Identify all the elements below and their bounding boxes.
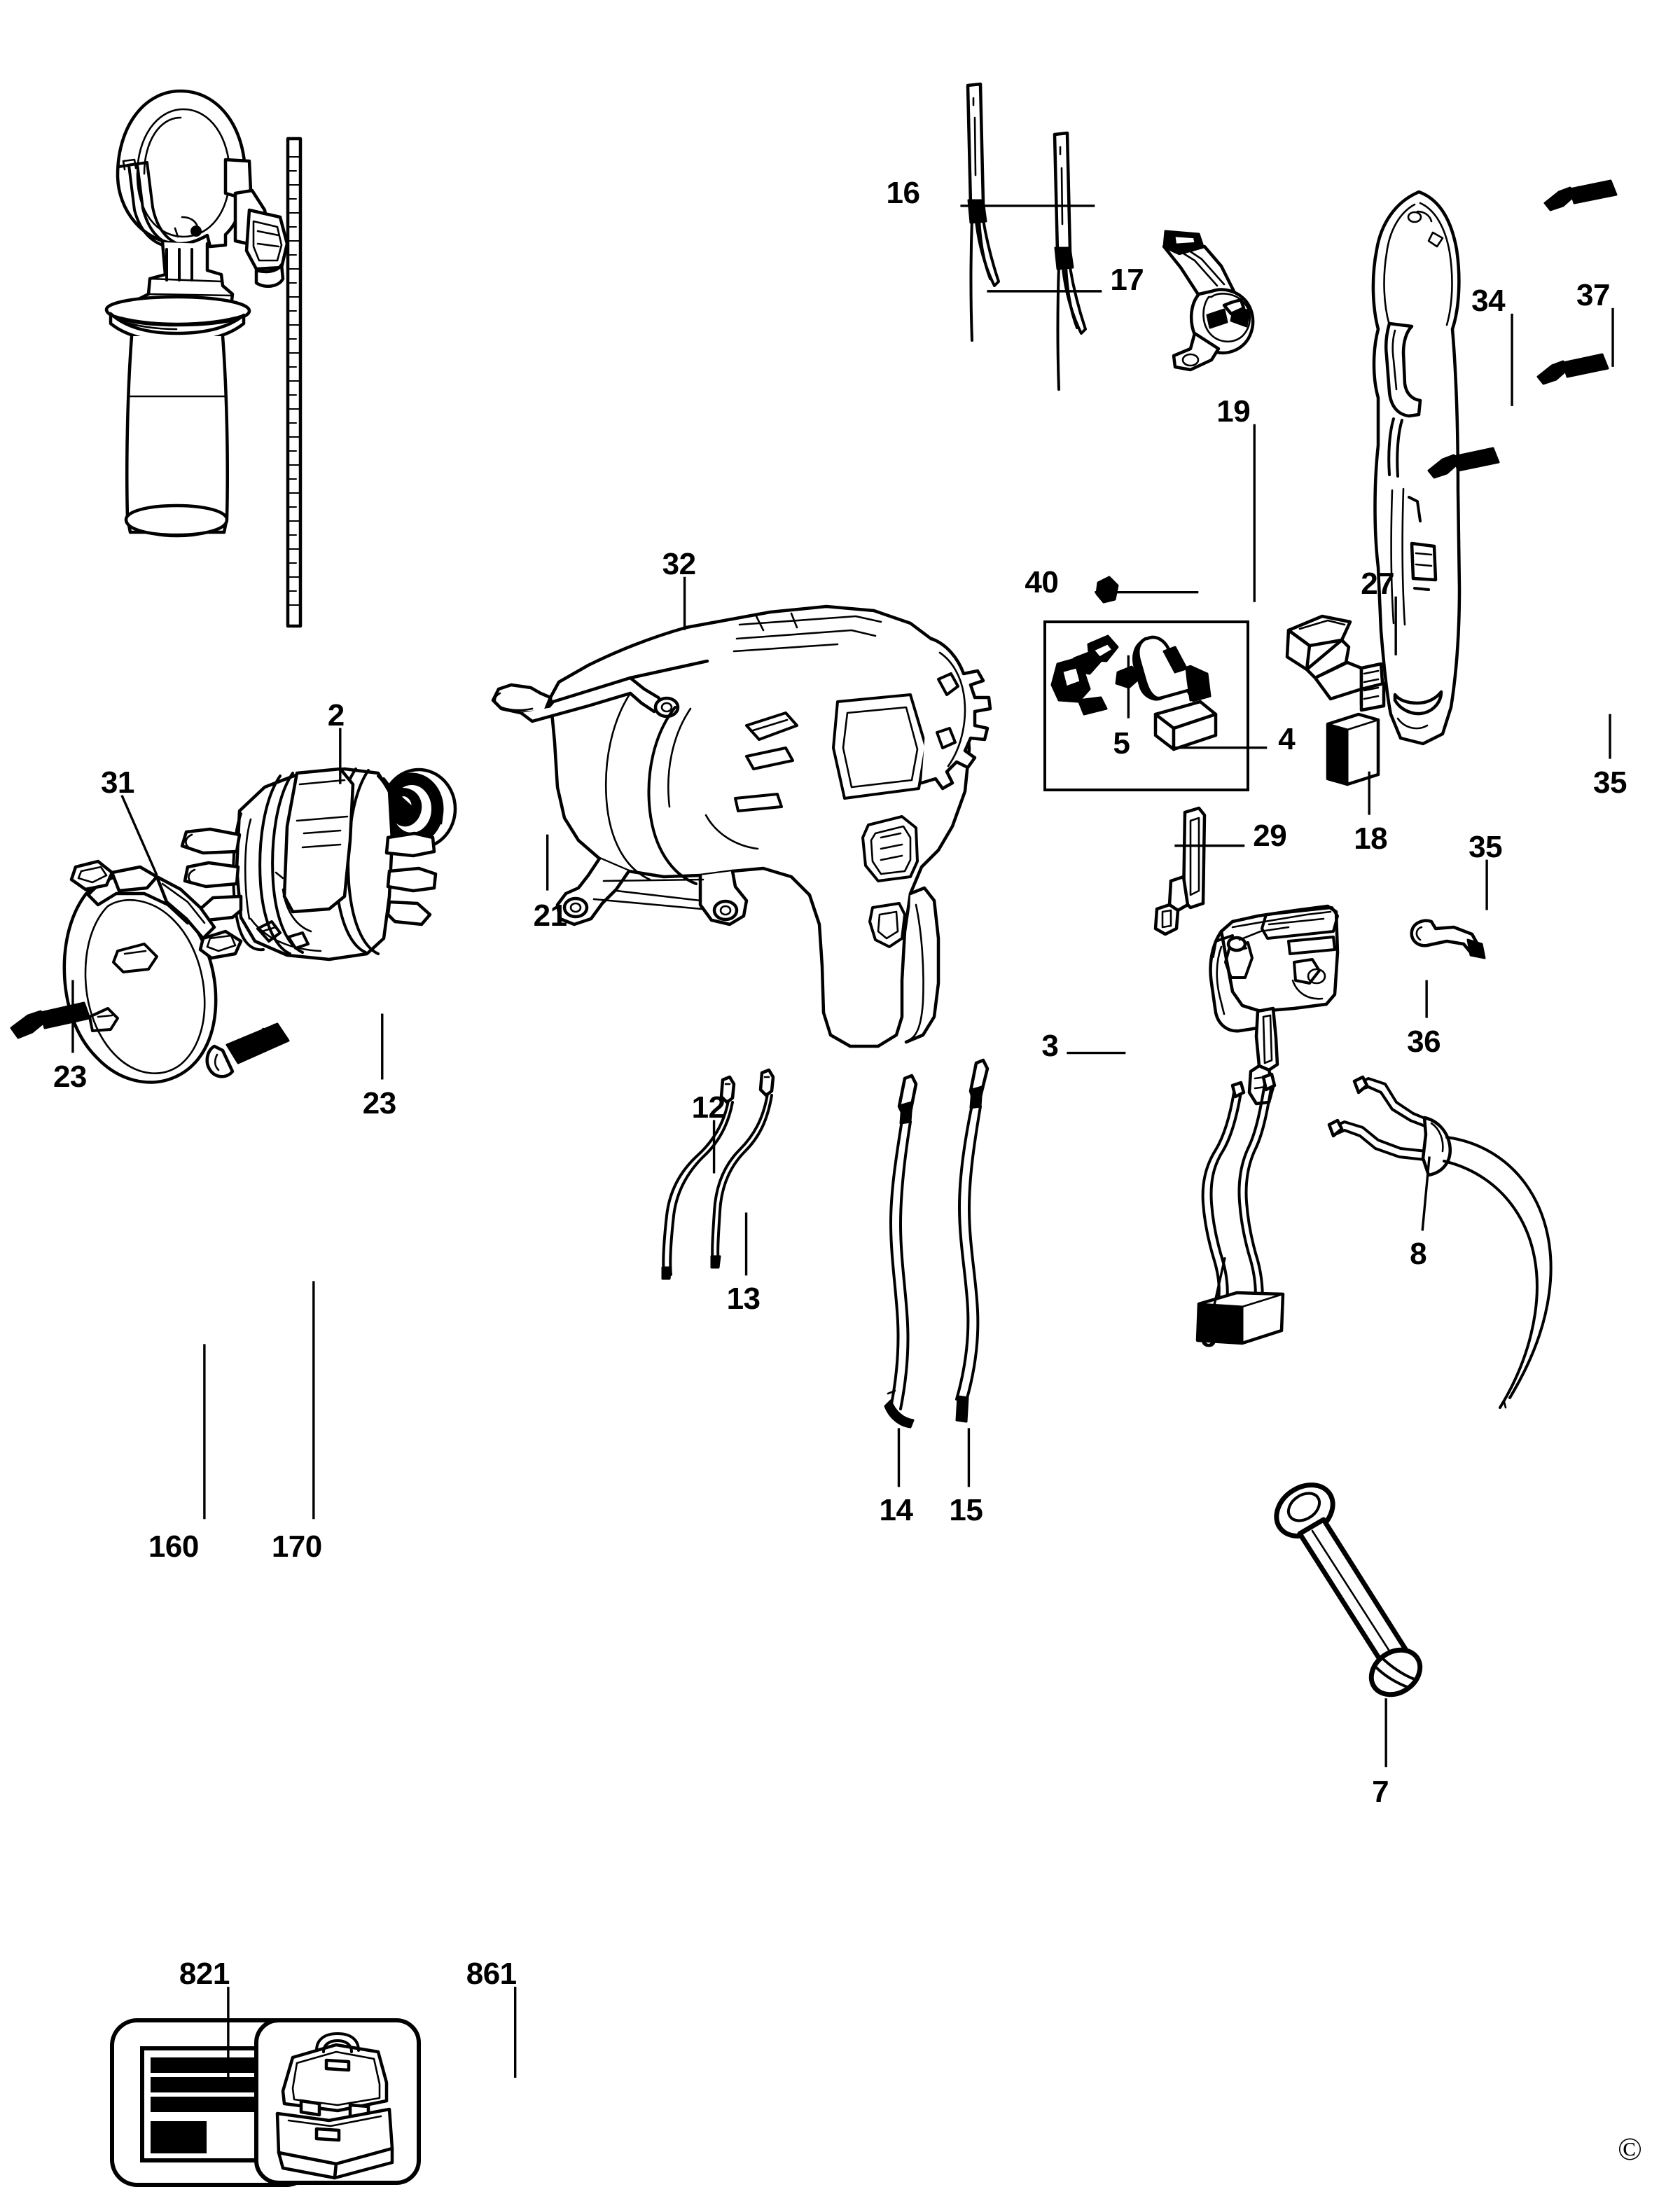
leader-line-8	[1421, 1156, 1431, 1231]
part-7-handle-grip-rod	[1274, 1483, 1423, 1697]
callout-trigger-switch: 3	[1041, 1028, 1059, 1063]
part-8-power-cord	[1327, 1075, 1553, 1409]
callout-screw-37: 37	[1576, 277, 1610, 312]
part-14-lead-wire	[884, 1074, 918, 1429]
callout-depth-rod: 170	[271, 1529, 322, 1564]
part-37-screw	[1543, 179, 1618, 211]
part-15-lead-wire	[955, 1058, 990, 1423]
part-31-baffle	[62, 859, 243, 1084]
callout-cord-retainer: 27	[1361, 566, 1395, 601]
part-27-cord-retainer	[1285, 614, 1386, 712]
part-6-carbon-brush	[1195, 1072, 1285, 1345]
callout-lead-wire-13: 13	[726, 1282, 761, 1317]
callout-lead-wire-15: 15	[949, 1493, 983, 1528]
leader-line-31	[120, 794, 158, 876]
callout-bearing: 21	[533, 898, 567, 933]
callout-brush-spring-long: 16	[886, 175, 920, 210]
callout-switch-lever: 29	[1253, 818, 1287, 853]
part-12-lead-wire	[661, 1075, 736, 1280]
copyright-symbol: ©	[1618, 2131, 1642, 2167]
callout-carbon-brush-18: 18	[1354, 821, 1388, 856]
callout-cord-clamp-bracket: 19	[1216, 394, 1251, 429]
part-35-screw-lower	[1427, 447, 1500, 479]
part-23-screw-right	[205, 1022, 290, 1078]
callout-lead-wire-12: 12	[691, 1090, 726, 1125]
callout-screw-23-right: 23	[362, 1085, 396, 1120]
part-13-lead-wire	[710, 1068, 775, 1269]
callout-carbon-brush-6: 6	[1200, 1319, 1217, 1354]
part-3-trigger-switch	[1209, 904, 1340, 1106]
callout-carrying-case: 861	[466, 1957, 517, 1992]
part-23-screw-left	[10, 1001, 91, 1039]
part-160-side-handle	[104, 89, 289, 538]
callout-handle-grip-rod: 7	[1372, 1775, 1389, 1810]
part-18-carbon-brush	[1326, 712, 1380, 786]
leader-line-6	[1211, 1257, 1226, 1314]
leader-lines	[71, 204, 1614, 2078]
callout-screw-35-lower: 35	[1469, 829, 1503, 864]
callout-brush-spring-short: 17	[1110, 262, 1144, 297]
part-35-screw-upper	[1536, 353, 1609, 385]
callout-nameplate-label: 821	[179, 1957, 230, 1992]
callout-motor-housing: 32	[662, 546, 696, 581]
part-170-depth-rod	[286, 137, 303, 628]
callout-screw-23-left: 23	[53, 1059, 87, 1094]
callout-screw-35-upper: 35	[1593, 765, 1627, 800]
part-32-motor-housing	[491, 604, 992, 1048]
callout-brush-assembly-kit: 4	[1278, 721, 1296, 756]
part-5-brush-holder-set	[1050, 634, 1218, 751]
callout-power-cord: 8	[1410, 1237, 1427, 1272]
part-861-carrying-case	[254, 2018, 421, 2185]
part-16-brush-spring	[966, 82, 1000, 342]
part-40-screw	[1095, 576, 1119, 604]
part-17-brush-spring	[1053, 131, 1087, 391]
part-19-cord-clamp	[1162, 230, 1255, 372]
part-36-strain-relief	[1410, 919, 1486, 959]
part-29-switch-lever	[1153, 806, 1207, 936]
callout-strain-relief-clip: 36	[1407, 1024, 1441, 1059]
part-2-field-stator	[180, 767, 438, 961]
callout-brush-holder-set-inner: 5	[1113, 725, 1130, 761]
part-21-bearing	[380, 768, 457, 850]
callout-lead-wire-14: 14	[879, 1493, 913, 1528]
callout-field-stator: 2	[327, 697, 345, 732]
callout-baffle: 31	[100, 765, 134, 800]
callout-screw-40: 40	[1025, 564, 1059, 599]
callout-handle-cover: 34	[1471, 283, 1506, 318]
callout-side-handle-assembly: 160	[148, 1529, 199, 1564]
